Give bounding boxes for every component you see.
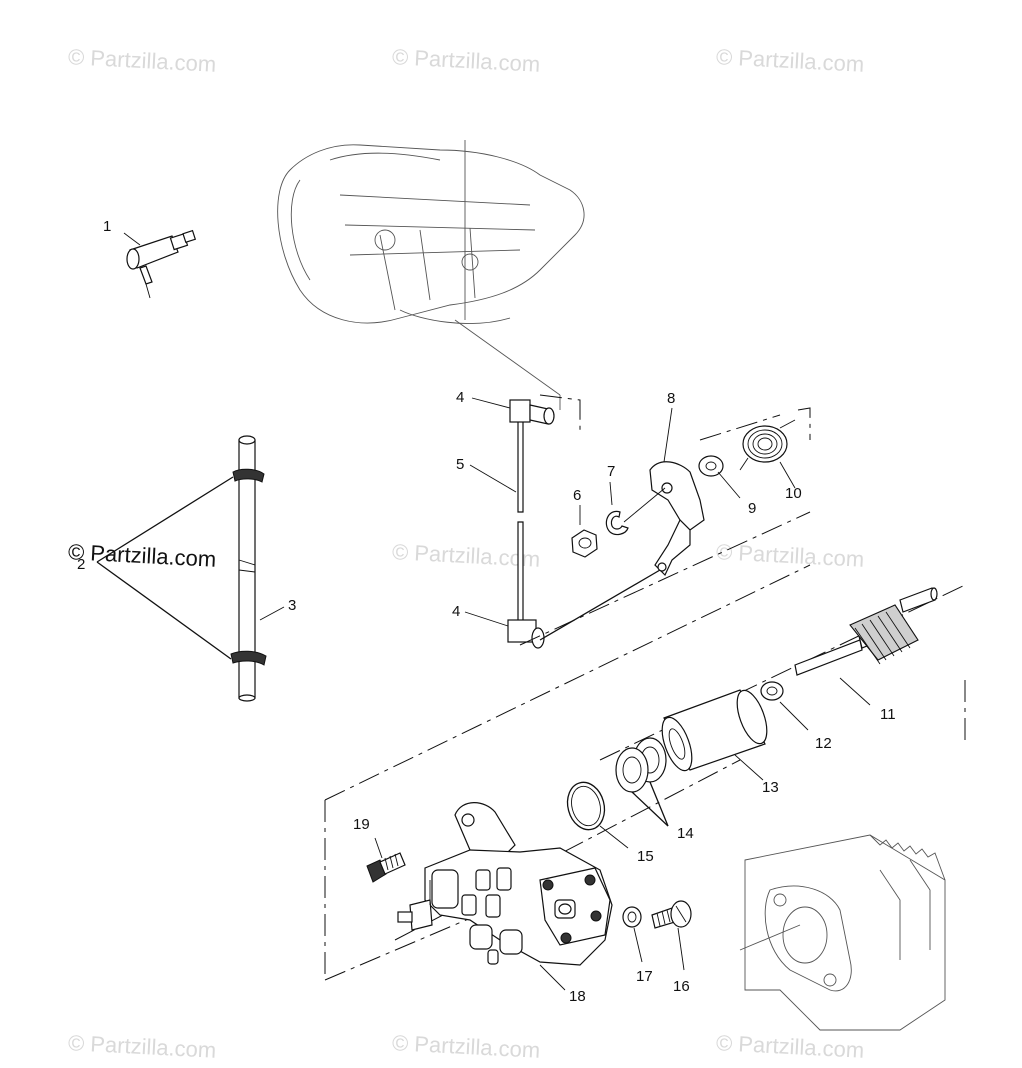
callout-14: 14 (677, 825, 694, 842)
callout-3: 3 (288, 597, 297, 614)
part-19-bolt (366, 837, 406, 883)
callout-17: 17 (636, 968, 653, 985)
callout-12: 12 (815, 735, 832, 752)
part-2-clamps (96, 468, 285, 666)
part-8-bracket (623, 407, 781, 577)
callout-4-upper: 4 (456, 389, 465, 406)
part-5-rod (469, 417, 524, 623)
callout-7: 7 (607, 463, 616, 480)
callout-10: 10 (785, 485, 802, 502)
engine-case-outline (739, 834, 946, 1031)
part-1-fitting (123, 229, 197, 299)
center-line-main (324, 564, 811, 801)
part-10-spring (739, 407, 811, 489)
callout-2: 2 (77, 556, 86, 573)
center-line-pump (394, 759, 741, 941)
center-line-shaft (599, 584, 966, 761)
part-11-shaft (794, 587, 938, 706)
part-3-hose (238, 435, 256, 702)
part-17-washer (622, 906, 643, 963)
engine-outline (277, 140, 585, 410)
part-18-oil-pump (397, 802, 613, 991)
center-line-upper (519, 511, 811, 646)
part-7-clip (605, 481, 629, 536)
part-16-screw (651, 900, 692, 971)
callout-5: 5 (456, 456, 465, 473)
callout-11: 11 (880, 706, 896, 723)
frame-line-bottom (324, 879, 561, 981)
callout-13: 13 (762, 779, 779, 796)
callout-15: 15 (637, 848, 654, 865)
callout-18: 18 (569, 988, 586, 1005)
part-13-sleeve (661, 689, 768, 781)
callout-6: 6 (573, 487, 582, 504)
part-12-washer (760, 681, 809, 731)
callout-4-lower: 4 (452, 603, 461, 620)
callout-19: 19 (353, 816, 370, 833)
part-15-oring (566, 781, 629, 849)
part-4-lower-joint (464, 569, 661, 649)
callout-1: 1 (103, 218, 112, 235)
part-14-seals (615, 737, 669, 827)
callout-9: 9 (748, 500, 757, 517)
part-6-nut (571, 505, 598, 558)
part-9-washer (698, 455, 741, 499)
callout-16: 16 (673, 978, 690, 995)
part-4-upper-joint (471, 394, 581, 435)
callout-8: 8 (667, 390, 676, 407)
